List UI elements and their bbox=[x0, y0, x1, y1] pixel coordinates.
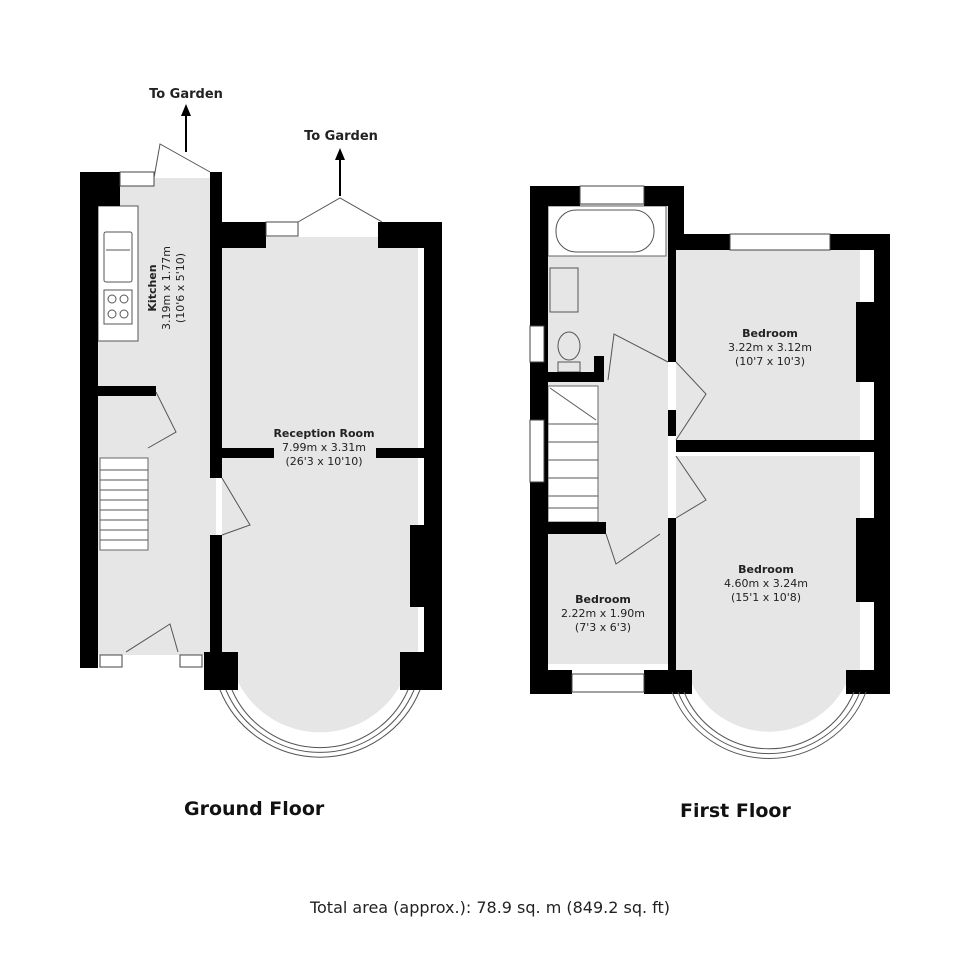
chimney-breast bbox=[410, 525, 424, 607]
ground-right-wall bbox=[424, 222, 442, 690]
bay-window bbox=[231, 689, 409, 749]
room-name-kitchen: Kitchen bbox=[146, 264, 159, 311]
stairs-ground bbox=[99, 457, 149, 551]
room-imperial: (26'3 x 10'10) bbox=[285, 455, 362, 468]
room-name-bedroom: Bedroom bbox=[742, 327, 798, 340]
kitchen-door bbox=[147, 391, 177, 449]
ground-left-wall bbox=[80, 172, 98, 668]
to-garden-label: To Garden bbox=[304, 129, 378, 144]
stairs-first bbox=[547, 385, 599, 523]
basin-icon bbox=[549, 267, 579, 313]
bathtub-icon bbox=[547, 205, 667, 257]
ground-floor-plan: To Garden To Garden Kitchen 3.19m x 1.77… bbox=[80, 87, 442, 758]
room-name-bedroom: Bedroom bbox=[738, 563, 794, 576]
toilet-icon bbox=[557, 331, 581, 361]
room-metric: 2.22m x 1.90m bbox=[561, 607, 645, 620]
room-metric: 3.22m x 3.12m bbox=[728, 341, 812, 354]
room-imperial: (7'3 x 6'3) bbox=[575, 621, 631, 634]
room-metric: 7.99m x 3.31m bbox=[282, 441, 366, 454]
reception-floor bbox=[222, 237, 418, 682]
room-name-bedroom: Bedroom bbox=[575, 593, 631, 606]
bay-floor bbox=[238, 682, 402, 733]
reception-french-door bbox=[297, 197, 383, 223]
room-metric: 4.60m x 3.24m bbox=[724, 577, 808, 590]
total-area: Total area (approx.): 78.9 sq. m (849.2 … bbox=[309, 898, 671, 917]
kitchen-garden-door bbox=[153, 143, 211, 179]
first-floor-plan: Bedroom 3.22m x 3.12m (10'7 x 10'3) Bedr… bbox=[529, 185, 890, 759]
first-floor-title: First Floor bbox=[680, 800, 791, 822]
sink-icon bbox=[103, 231, 133, 283]
room-imperial: (10'6 x 5'10) bbox=[174, 253, 187, 323]
room-name-reception: Reception Room bbox=[273, 427, 374, 440]
to-garden-label: To Garden bbox=[149, 87, 223, 102]
kitchen-window bbox=[119, 171, 155, 187]
reception-window bbox=[265, 221, 299, 237]
kitchen-worktop bbox=[97, 205, 139, 342]
reception-door bbox=[221, 477, 251, 536]
hob-icon bbox=[103, 289, 133, 325]
room-imperial: (10'7 x 10'3) bbox=[735, 355, 805, 368]
ground-floor-title: Ground Floor bbox=[184, 798, 325, 820]
room-imperial: (15'1 x 10'8) bbox=[731, 591, 801, 604]
front-door bbox=[125, 623, 179, 653]
room-metric: 3.19m x 1.77m bbox=[160, 246, 173, 330]
